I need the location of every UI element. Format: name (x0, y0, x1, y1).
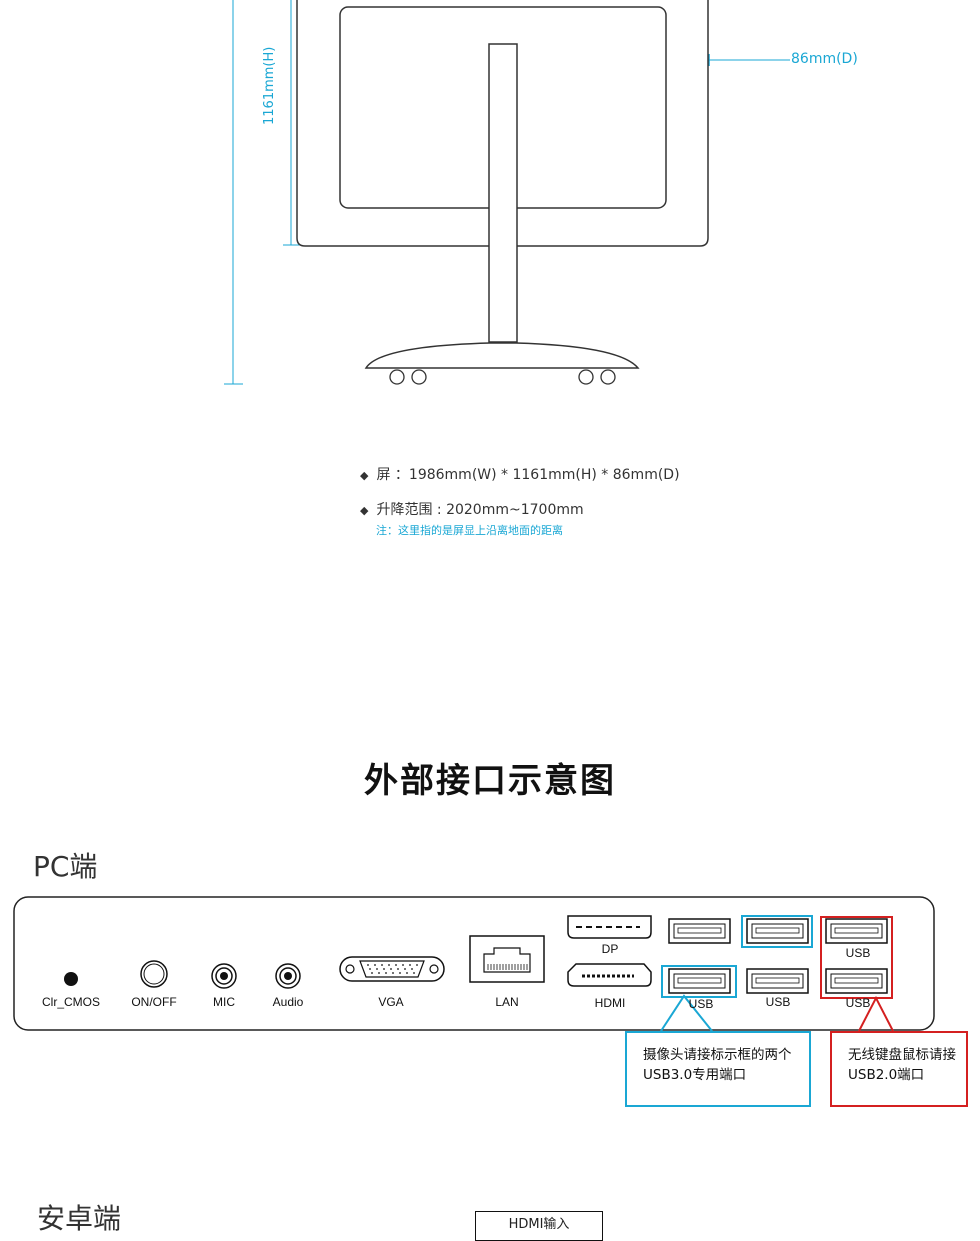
stand-base (364, 342, 640, 369)
usb-port-icon (668, 968, 731, 994)
height-label: 1161mm(H) (262, 46, 277, 125)
on-off-label: ON/OFF (131, 995, 177, 1009)
diamond-icon: ◆ (360, 469, 369, 482)
blue-callout-pointer (660, 994, 713, 1032)
power-button-icon (140, 960, 168, 988)
wheel (411, 369, 427, 385)
page-title: 外部接口示意图 (364, 761, 616, 801)
usb-port-icon (746, 968, 809, 994)
pc-io-panel (13, 896, 935, 1032)
usb-port-icon (668, 918, 731, 944)
usb-port-icon (825, 968, 888, 994)
lan-port-icon (469, 935, 545, 983)
red-callout-pointer (858, 995, 894, 1032)
stand-pole (488, 43, 518, 343)
diamond-icon: ◆ (360, 504, 369, 517)
usb-label: USB (765, 995, 791, 1009)
spec-lift-text: 升降范围 : 2020mm~1700mm (376, 502, 584, 518)
usb3-highlight-box (661, 965, 737, 998)
hdmi-input-label: HDMI输入 (475, 1211, 603, 1241)
usb3-callout: 摄像头请接标示框的两个USB3.0专用端口 (625, 1031, 811, 1107)
audio-label: Audio (272, 995, 304, 1009)
usb-port-icon (825, 918, 888, 944)
depth-label: 86mm(D) (791, 51, 858, 67)
spec-screen: ◆ 屏 ：1986mm(W) * 1161mm(H) * 86mm(D) (360, 464, 680, 484)
wheel (389, 369, 405, 385)
dp-port-icon (567, 915, 652, 939)
hdmi-port-icon (567, 963, 652, 987)
vga-port-icon (339, 956, 445, 982)
usb-label: USB (688, 997, 714, 1011)
clr-cmos-label: Clr_CMOS (41, 995, 100, 1009)
usb-label: USB (845, 946, 871, 960)
usb3-highlight-box (741, 915, 813, 948)
usb2-callout: 无线键盘鼠标请接USB2.0端口 (830, 1031, 968, 1107)
usb2-highlight-box (820, 916, 893, 999)
usb-port-icon (746, 918, 809, 944)
android-section-heading: 安卓端 (37, 1202, 122, 1235)
usb-label: USB (845, 996, 871, 1010)
monitor-diagram (224, 0, 790, 385)
spec-screen-text: 屏 ：1986mm(W) * 1161mm(H) * 86mm(D) (376, 467, 680, 483)
vga-label: VGA (378, 995, 404, 1009)
wheel (600, 369, 616, 385)
clr-cmos-button-icon (64, 972, 78, 986)
pc-section-heading: PC端 (33, 850, 98, 883)
lan-label: LAN (495, 995, 519, 1009)
dp-label: DP (601, 942, 619, 956)
spec-lift: ◆ 升降范围 : 2020mm~1700mm (360, 499, 584, 519)
wheel (578, 369, 594, 385)
mic-label: MIC (213, 995, 235, 1009)
hdmi-label: HDMI (594, 996, 626, 1010)
spec-note: 注：这里指的是屏显上沿离地面的距离 (376, 524, 563, 537)
